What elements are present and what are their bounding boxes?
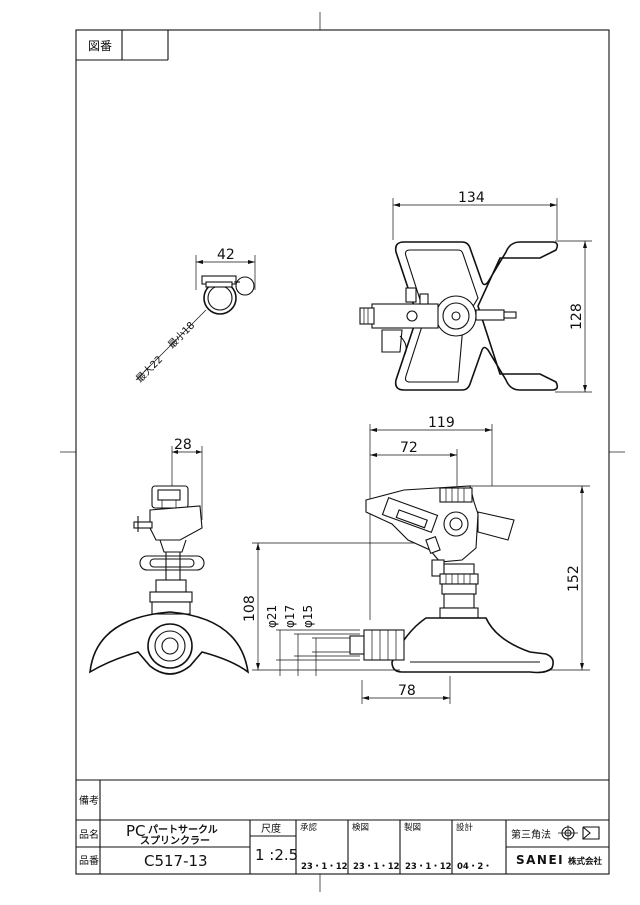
top-view: 134 128 bbox=[359, 190, 592, 393]
product-number-label: 品番 bbox=[79, 855, 99, 867]
dim-front-total-width: 119 bbox=[428, 415, 455, 431]
product-name-label: 品名 bbox=[79, 828, 99, 841]
check-date: 23・1・12 bbox=[353, 862, 400, 872]
check-label: 検図 bbox=[352, 822, 369, 833]
drawing-number-box: 図番 bbox=[76, 30, 169, 61]
scale-label: 尺度 bbox=[261, 822, 281, 835]
dim-side-width: 28 bbox=[174, 437, 192, 453]
dim-top-width: 134 bbox=[458, 190, 485, 206]
dim-front-upper-width: 72 bbox=[400, 440, 418, 456]
dim-diameter-21: φ21 bbox=[265, 605, 279, 628]
draft-label: 製図 bbox=[404, 822, 421, 833]
product-number: C517-13 bbox=[144, 852, 208, 870]
company-suffix: 株式会社 bbox=[568, 856, 603, 867]
projection-label: 第三角法 bbox=[511, 828, 551, 841]
product-name-prefix: PC bbox=[126, 822, 146, 840]
dim-diameter-17: φ17 bbox=[283, 605, 297, 628]
front-view: 119 72 152 108 φ21 φ17 φ15 bbox=[242, 415, 590, 704]
design-date: 04・2・ bbox=[457, 862, 492, 872]
dim-front-total-height: 152 bbox=[566, 565, 582, 592]
drawing-frame bbox=[75, 29, 610, 875]
dim-front-lower-height: 108 bbox=[242, 595, 258, 622]
drawing-number-label: 図番 bbox=[88, 39, 112, 53]
dim-diameter-15: φ15 bbox=[301, 605, 315, 628]
approval-date: 23・1・12 bbox=[301, 862, 348, 872]
dim-clamp-min: 最小18 bbox=[166, 319, 198, 351]
product-name-line1: パートサークル bbox=[148, 824, 218, 836]
dim-clamp-max: 最大22 bbox=[133, 353, 165, 385]
remarks-label: 備考 bbox=[79, 794, 99, 807]
side-view: 28 bbox=[89, 437, 250, 675]
draft-date: 23・1・12 bbox=[405, 862, 452, 872]
dim-base-width: 78 bbox=[398, 683, 416, 699]
title-block: 備考 品名 品番 PC パートサークル スプリンクラー C517-13 尺度 1… bbox=[76, 779, 609, 874]
clamp-detail: 42 最大22 最小18 bbox=[133, 247, 256, 385]
design-label: 設計 bbox=[456, 822, 474, 833]
product-name-line2: スプリンクラー bbox=[140, 834, 210, 847]
dim-clamp-width: 42 bbox=[217, 247, 235, 263]
scale-value: 1 :2.5 bbox=[255, 846, 298, 864]
company-name: SANEI bbox=[516, 853, 564, 867]
dim-top-height: 128 bbox=[569, 303, 585, 330]
approval-label: 承認 bbox=[300, 822, 318, 833]
third-angle-projection-icon bbox=[558, 825, 600, 841]
centering-marks bbox=[60, 12, 625, 892]
